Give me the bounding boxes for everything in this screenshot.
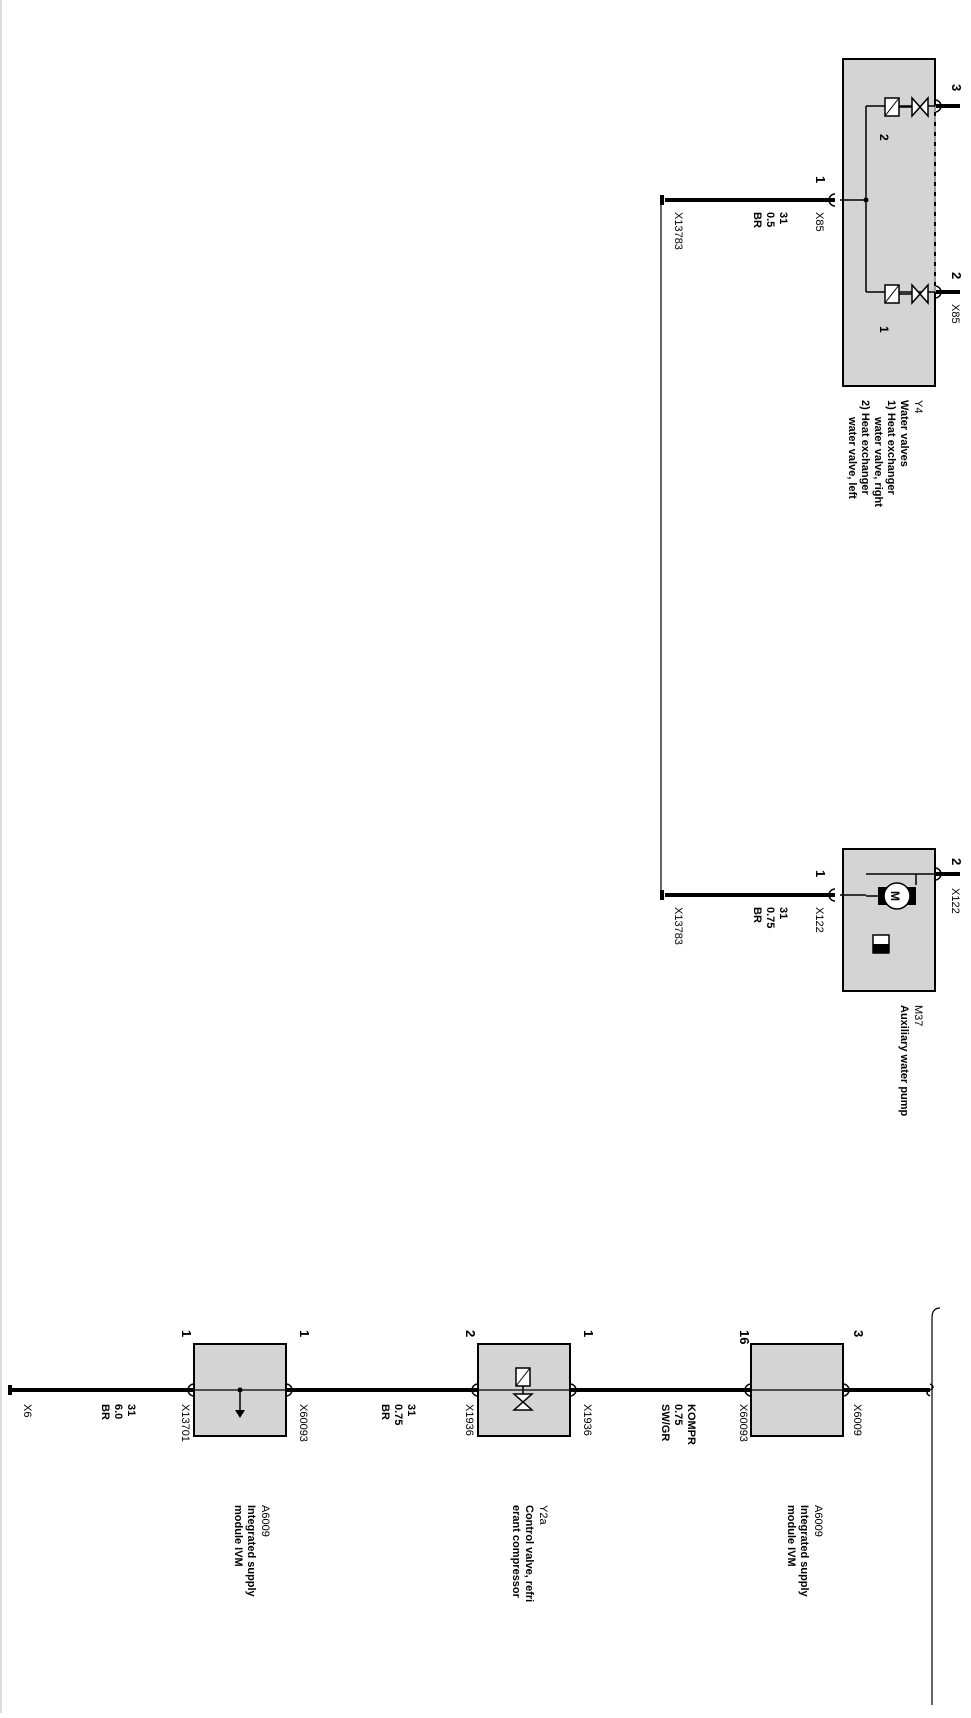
connector-m37-pin1 [828,888,836,902]
ground-arrow-icon [235,1387,245,1418]
valve-solenoid-icon [884,96,929,118]
valve-number-2: 2 [877,134,891,141]
motor-icon: M [866,874,917,910]
m37-connector-label: X122 [813,907,825,933]
pin-label-2: 2 [949,272,964,279]
wire-color: BR [751,212,763,228]
m37-wire-size: 0.75 [764,907,776,928]
connector-y4-pin2 [934,285,942,299]
m37-wire-function: 31 [777,907,789,919]
water-valves-group: 2 1 3 2 X85 1 X85 31 0.5 BR X13783 Y4 Wa… [660,58,964,507]
pin-label-1: 1 [813,176,828,183]
ivm-bottom-pin-bottom: 1 [179,1330,194,1337]
wire-big-size: 6.0 [112,1404,124,1419]
m37-wire-color: BR [751,907,763,923]
wire-big-func: 31 [125,1404,137,1416]
ivm-bottom-connector-top: X60093 [297,1404,309,1442]
wire-size: 0.5 [764,212,776,227]
valve-solenoid-icon [884,283,929,305]
wire-small-size: 0.75 [392,1404,404,1425]
ground-terminal-y4 [660,195,664,205]
control-valve-conn-left [471,1383,479,1397]
m37-connector-label-b: X122 [949,888,961,914]
ivm-bottom-title-1: Integrated supply [245,1505,257,1598]
wire-kompr-color: SW/GR [659,1404,671,1441]
m37-pin-label-1: 1 [813,870,828,877]
aux-pump-box [842,848,936,992]
ivm-top-connector-top: X6009 [851,1404,863,1436]
valve-solenoid-icon [512,1367,534,1411]
m37-pin-label-2: 2 [949,858,964,865]
wire-kompr-func: KOMPR [685,1404,697,1445]
connector-label-x85: X85 [813,212,825,232]
control-valve-conn-right [569,1383,577,1397]
y4-designator: Y4 [912,400,924,413]
pin-label-3: 3 [949,84,964,91]
ivm-bottom-conn-right [285,1383,293,1397]
ivm-top-designator: A6009 [812,1505,824,1537]
connector-y4-pin1 [828,193,836,207]
junction-dot [863,197,869,203]
ground-terminal-m37 [660,890,664,900]
ivm-top-pin-top: 3 [851,1330,866,1337]
ivm-bottom-designator: A6009 [259,1505,271,1537]
ivm-top-title-1: Integrated supply [798,1505,810,1598]
ivm-bottom-title-2: module IVM [232,1505,244,1567]
control-valve-connector-bottom: X1936 [463,1404,475,1436]
control-valve-title-1: Control valve, refri [523,1505,535,1602]
control-valve-pin-top: 1 [581,1330,596,1337]
wire-big-color: BR [99,1404,111,1420]
chain-bracket [931,1307,941,1705]
y4-title: Water valves [898,400,910,467]
wire-small-func: 31 [405,1404,417,1416]
y4-desc-1a: 1) Heat exchanger [885,400,897,495]
ivm-top-title-2: module IVM [785,1505,797,1567]
motor-label: M [888,891,902,901]
ivm-bottom-conn-left [187,1383,195,1397]
pump-symbol-fill [873,944,889,953]
ivm-top-pin-bottom: 16 [737,1330,752,1344]
connector-y4-pin3 [934,99,942,113]
ground-terminal-x6 [8,1385,12,1395]
control-valve-designator: Y2a [537,1505,549,1525]
wire-small-color: BR [379,1404,391,1420]
ivm-top-connector-bottom: X60093 [737,1404,749,1442]
ground-label-x6: X6 [21,1404,33,1417]
wire-function: 31 [777,212,789,224]
m37-designator: M37 [912,1005,924,1026]
ivm-top-conn-right [842,1383,850,1397]
y4-desc-2b: water valve, left [846,416,858,499]
y4-desc-2a: 2) Heat exchanger [859,400,871,495]
m37-title: Auxiliary water pump [898,1005,910,1117]
ivm-bottom-pin-top: 1 [297,1330,312,1337]
valve-number-1: 1 [877,326,891,333]
y4-desc-1b: water valve, right [872,416,884,507]
control-valve-title-2: erant compressor [510,1505,522,1599]
wire-kompr-size: 0.75 [672,1404,684,1425]
aux-pump-group: M 2 X122 1 X122 31 0.75 BR X13783 M37 Au… [660,848,964,1117]
connector-label-x85-b: X85 [949,304,961,324]
ivm-bottom-connector-bottom: X13701 [179,1404,191,1442]
ivm-top-conn-left [744,1383,752,1397]
control-valve-connector-top: X1936 [581,1404,593,1436]
control-valve-pin-bottom: 2 [463,1330,478,1337]
connector-m37-pin2 [934,867,942,881]
ground-label-x13783: X13783 [672,212,684,250]
m37-ground-label: X13783 [672,907,684,945]
